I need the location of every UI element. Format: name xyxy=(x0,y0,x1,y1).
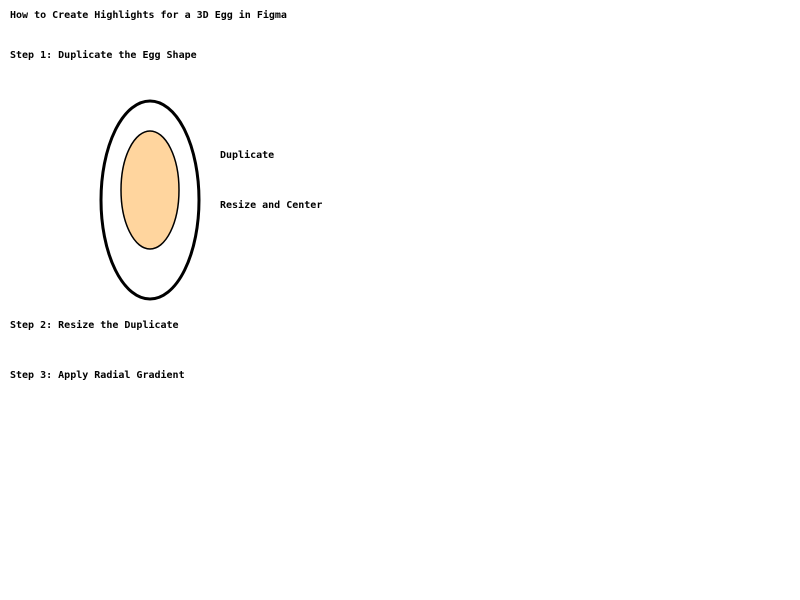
page-title: How to Create Highlights for a 3D Egg in… xyxy=(10,10,287,21)
inner-duplicate-egg-shape xyxy=(120,130,180,250)
duplicate-label: Duplicate xyxy=(220,150,275,161)
step-1-heading: Step 1: Duplicate the Egg Shape xyxy=(10,50,197,61)
step-3-heading: Step 3: Apply Radial Gradient xyxy=(10,370,185,381)
step-2-heading: Step 2: Resize the Duplicate xyxy=(10,320,179,331)
resize-center-label: Resize and Center xyxy=(220,200,323,211)
